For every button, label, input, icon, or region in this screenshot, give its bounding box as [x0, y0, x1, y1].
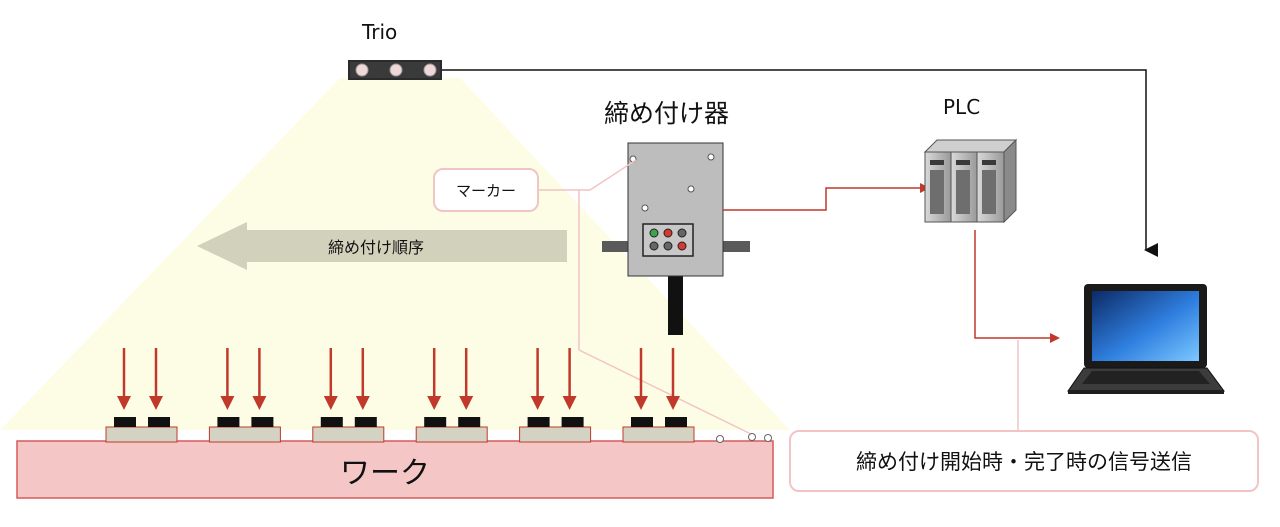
tightening-arrow-head [530, 396, 545, 410]
tightening-arrow-head [220, 396, 235, 410]
work-label: ワーク [340, 456, 430, 491]
bolt-plate [519, 426, 592, 443]
tightening-arrow-head [355, 396, 370, 410]
tightening-arrow-head [562, 396, 577, 410]
bolt-head [458, 417, 481, 427]
camera-icon [348, 60, 442, 80]
plc-icon [923, 138, 1018, 224]
bolt-group [208, 348, 281, 443]
bolt-plate [312, 426, 385, 443]
bolt-group [415, 348, 488, 443]
bolt-plate [208, 426, 281, 443]
bolt-group [312, 348, 385, 443]
plc-label: PLC [943, 95, 981, 119]
plc-to-pc-line [974, 230, 1060, 343]
tool-to-plc-line [723, 183, 930, 211]
bolt-group [519, 348, 592, 443]
bolt-head [527, 417, 550, 427]
laptop-icon [1067, 284, 1225, 394]
bolt-group [622, 348, 695, 443]
trio-to-pc-line [442, 69, 1158, 257]
marker-leader-lines [538, 159, 756, 437]
bolt-head [320, 417, 343, 427]
tightening-arrow-head [427, 396, 442, 410]
tightening-arrow-head [459, 396, 474, 410]
bolt-head [217, 417, 240, 427]
bolt-head [251, 417, 274, 427]
tightening-order-arrow [197, 222, 567, 270]
workpiece-markers [716, 433, 772, 443]
tightening-arrow-head [634, 396, 648, 410]
bolt-head [665, 417, 687, 427]
trio-label: Trio [362, 20, 398, 44]
bolt-head [424, 417, 447, 427]
bolt-groups [105, 348, 695, 443]
workpiece [16, 440, 774, 499]
tightening-arrow-head [117, 396, 131, 410]
tightening-arrow-head [252, 396, 267, 410]
bolt-plate [105, 426, 178, 443]
bolt-plate [622, 426, 695, 443]
bolt-head [148, 417, 170, 427]
bolt-head [631, 417, 653, 427]
bolt-group [105, 348, 178, 443]
signal-callout: 締め付け開始時・完了時の信号送信 [789, 430, 1259, 492]
bolt-plate [415, 426, 488, 443]
marker-callout: マーカー [433, 168, 539, 212]
tightening-arrow-head [149, 396, 163, 410]
bolt-head [354, 417, 377, 427]
tool-label: 締め付け器 [604, 99, 730, 128]
tightening-tool-icon [602, 142, 750, 335]
order-label: 締め付け順序 [328, 238, 425, 257]
tightening-arrow-head [666, 396, 680, 410]
bolt-head [114, 417, 136, 427]
bolt-head [561, 417, 584, 427]
tightening-arrow-head [323, 396, 338, 410]
